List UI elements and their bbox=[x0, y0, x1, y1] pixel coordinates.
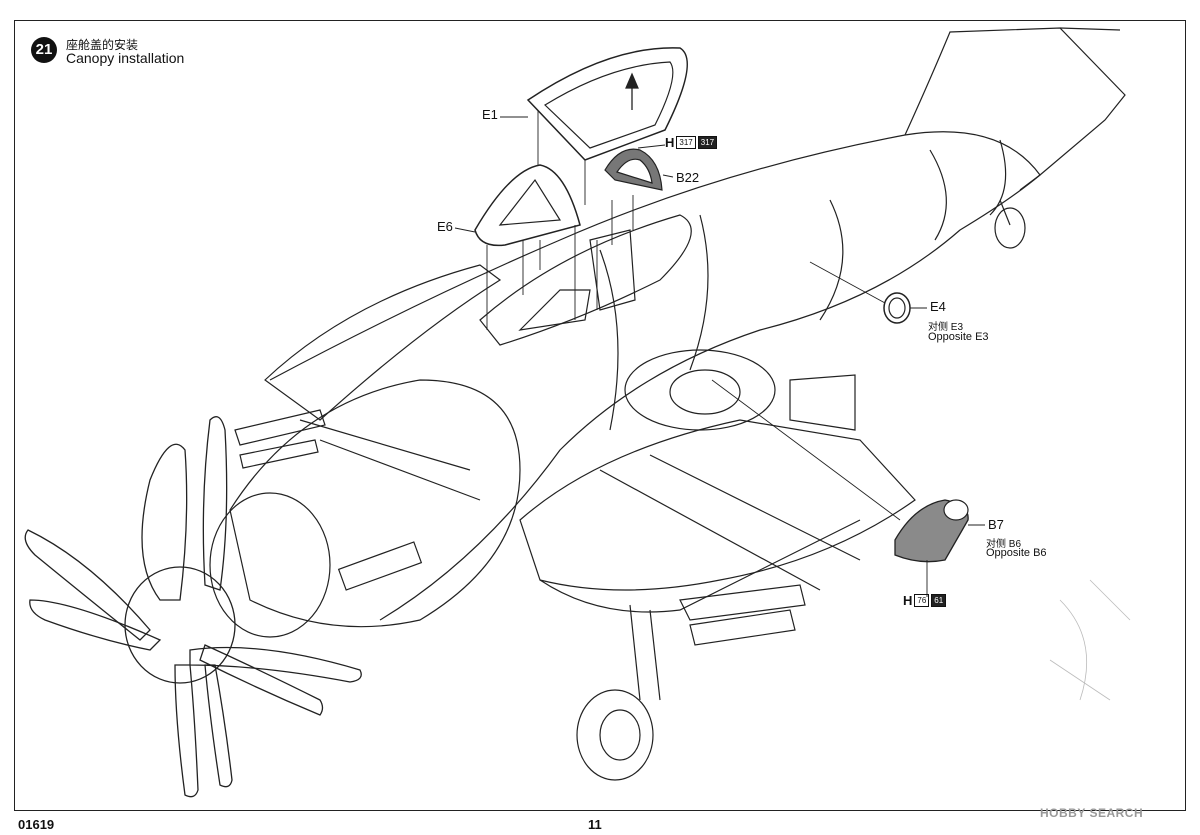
right-wing bbox=[519, 419, 916, 591]
wing-root-fairing bbox=[624, 349, 776, 431]
part-e1-canopy bbox=[526, 47, 688, 161]
paint-code-box: 76 bbox=[914, 594, 930, 607]
part-e6-windscreen bbox=[474, 164, 581, 247]
tail-fin bbox=[904, 27, 1126, 176]
paint-letter: H bbox=[665, 135, 675, 150]
page-border bbox=[14, 20, 1186, 811]
fuselage-top bbox=[269, 131, 1041, 381]
label-e1: E1 bbox=[482, 107, 498, 122]
step-title-chinese: 座舱盖的安装 bbox=[66, 38, 139, 52]
watermark: HOBBY SEARCH bbox=[1040, 806, 1144, 820]
fuselage-bottom bbox=[379, 174, 1041, 621]
label-e4: E4 bbox=[930, 299, 946, 314]
step-title-english: Canopy installation bbox=[66, 50, 185, 66]
propeller bbox=[24, 416, 362, 798]
kit-code: 01619 bbox=[18, 817, 55, 832]
step-number-badge: 21 bbox=[31, 37, 57, 63]
label-e6: E6 bbox=[437, 219, 453, 234]
paint-code-box-dark: 61 bbox=[931, 594, 947, 607]
paint-code-b22: H 317 317 bbox=[665, 135, 718, 150]
label-e4-english: Opposite E3 bbox=[928, 331, 989, 343]
main-landing-gear bbox=[576, 199, 1026, 781]
label-b22: B22 bbox=[676, 170, 700, 185]
engine-cowling bbox=[229, 379, 521, 628]
paint-code-box-dark: 317 bbox=[697, 136, 718, 149]
page-number: 11 bbox=[588, 817, 602, 832]
paint-code-box: 317 bbox=[676, 136, 696, 149]
label-e4-chinese: 对侧 E3 bbox=[928, 322, 964, 333]
paint-code-b7: H 76 61 bbox=[903, 593, 947, 608]
cockpit-opening bbox=[479, 214, 692, 346]
label-b7-chinese: 对侧 B6 bbox=[986, 539, 1022, 550]
label-b7-english: Opposite B6 bbox=[986, 547, 1047, 559]
left-wing bbox=[264, 264, 502, 421]
label-b7: B7 bbox=[988, 517, 1004, 532]
underwing-stores bbox=[234, 409, 806, 646]
paint-letter: H bbox=[903, 593, 913, 608]
